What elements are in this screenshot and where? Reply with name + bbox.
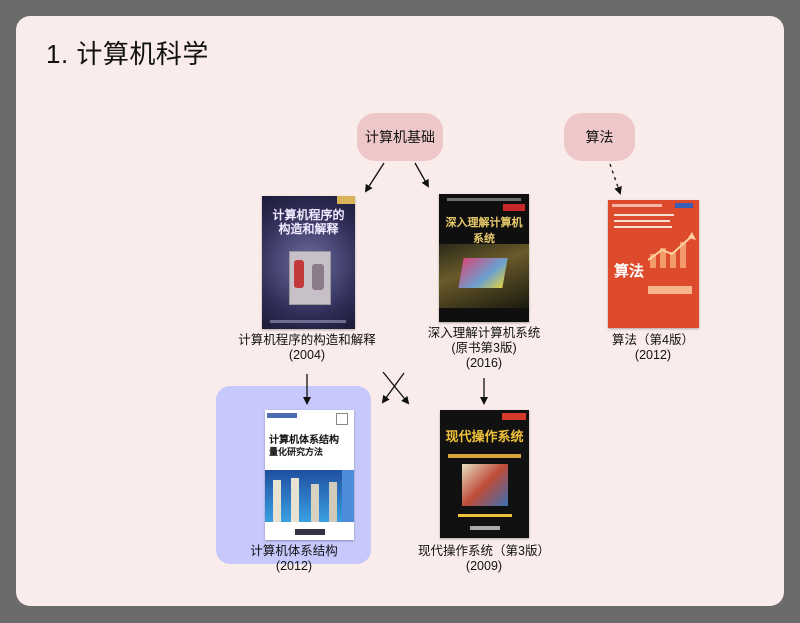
caption-algorithms-title: 算法（第4版） — [612, 333, 694, 347]
cover-image — [265, 470, 354, 522]
node-cs-basics: 计算机基础 — [357, 113, 443, 161]
caption-mos-year: (2009) — [465, 559, 503, 573]
cover-title-line1: 计算机程序的 — [272, 208, 345, 222]
edition-badge — [503, 204, 525, 211]
caption-architecture-year: (2012) — [275, 559, 313, 573]
book-cover-sicp[interactable]: 计算机程序的 构造和解释 — [262, 196, 355, 329]
caption-mos: 现代操作系统（第3版） (2009) — [389, 544, 579, 574]
cover-title: 现代操作系统 — [445, 430, 524, 445]
caption-csapp-title: 深入理解计算机系统 — [427, 326, 541, 340]
book-cover-architecture[interactable]: 计算机体系结构 量化研究方法 — [265, 410, 354, 540]
cover-image — [462, 464, 508, 506]
edge-basics-csapp — [414, 162, 429, 188]
book-cover-mos[interactable]: 现代操作系统 — [440, 410, 529, 538]
caption-csapp-year: (2016) — [465, 356, 503, 370]
node-algorithms: 算法 — [564, 113, 635, 161]
edge-basics-sicp — [364, 162, 385, 193]
caption-csapp: 深入理解计算机系统 (原书第3版) (2016) — [389, 326, 579, 371]
caption-csapp-edition: (原书第3版) — [451, 341, 517, 355]
cover-image — [439, 244, 529, 308]
cover-image — [289, 251, 331, 305]
cover-title: 算法 — [614, 262, 645, 280]
caption-sicp-year: (2004) — [288, 348, 326, 362]
ribbon — [337, 196, 355, 204]
caption-algorithms: 算法（第4版） (2012) — [558, 333, 748, 363]
book-cover-csapp[interactable]: 深入理解计算机系统 — [439, 194, 529, 322]
caption-architecture: 计算机体系结构 (2012) — [199, 544, 389, 574]
cover-title-line2: 量化研究方法 — [269, 448, 324, 458]
edge-sicp-mos — [382, 371, 410, 405]
edge-algo-book — [609, 163, 622, 195]
edge-csapp-caqa — [381, 372, 405, 404]
cover-graphic — [648, 232, 696, 268]
cover-title: 深入理解计算机系统 — [445, 216, 523, 245]
caption-sicp: 计算机程序的构造和解释 (2004) — [212, 333, 402, 363]
caption-sicp-title: 计算机程序的构造和解释 — [238, 333, 376, 347]
page-title: 1. 计算机科学 — [46, 39, 209, 69]
cover-title-line2: 构造和解释 — [278, 222, 339, 236]
book-cover-algorithms[interactable]: 算法 — [608, 200, 699, 328]
cover-title-line1: 计算机体系结构 — [269, 435, 339, 446]
caption-architecture-title: 计算机体系结构 — [250, 544, 338, 558]
caption-algorithms-year: (2012) — [634, 348, 672, 362]
caption-mos-title: 现代操作系统（第3版） — [418, 544, 550, 558]
